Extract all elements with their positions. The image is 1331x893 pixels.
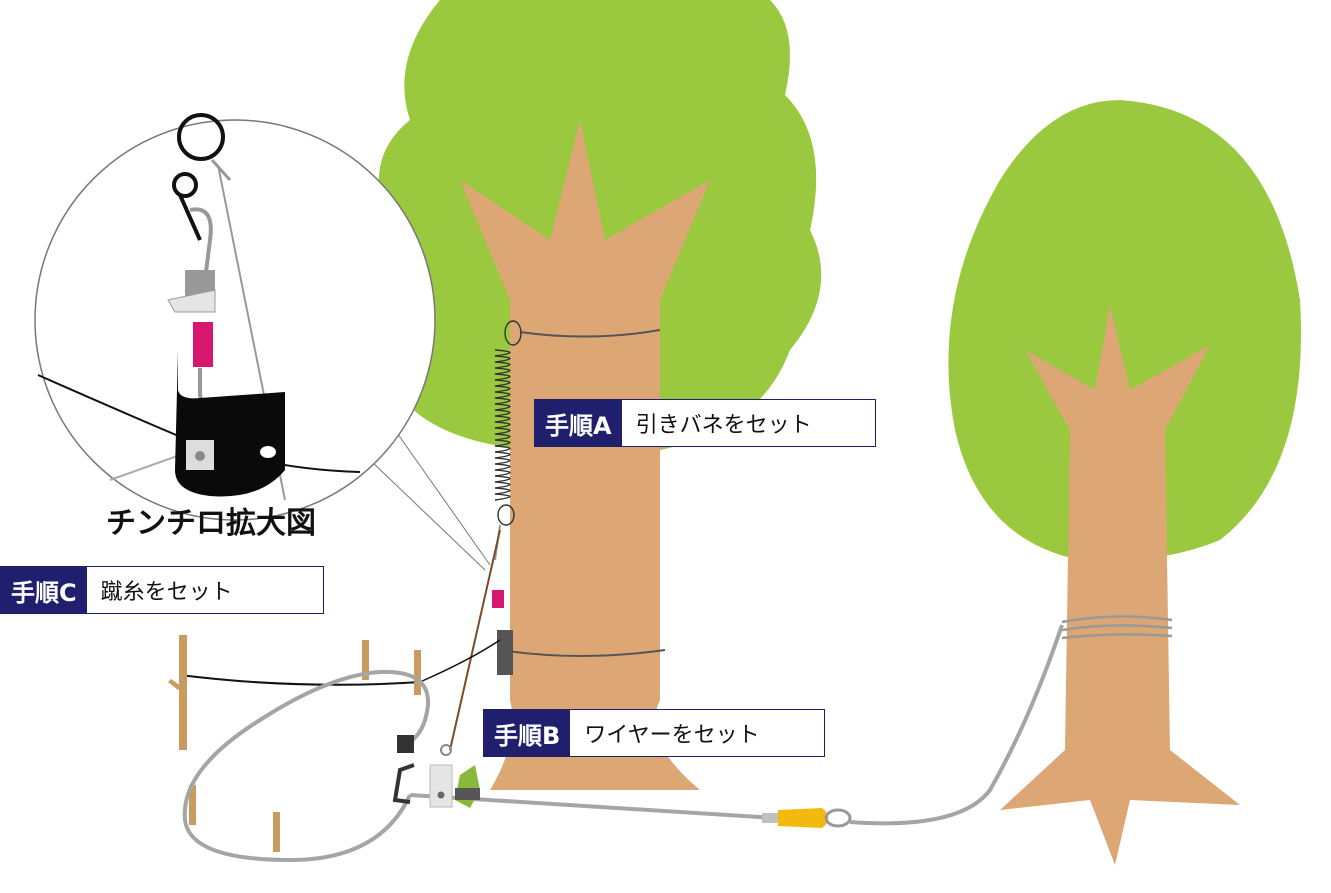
zoom-chinchiro: [37, 113, 361, 501]
trip-line: [179, 674, 421, 686]
step-b-label: 手順B ワイヤーをセット: [483, 709, 825, 757]
trunk-wrap-top: [519, 329, 661, 338]
trigger-assembly: [392, 735, 480, 808]
zoom-circle: [34, 119, 491, 571]
right-tree-wire-wrap: [1061, 615, 1173, 640]
step-a-label: 手順A 引きバネをセット: [534, 399, 876, 447]
right-tree-trunk: [1000, 305, 1240, 865]
right-tree-foliage: [948, 100, 1301, 561]
trunk-wrap-bottom: [499, 649, 666, 657]
step-a-text: 引きバネをセット: [635, 413, 812, 438]
trigger-string: [449, 529, 501, 751]
step-a-tag: 手順A: [535, 400, 622, 446]
small-chinchiro: [492, 524, 513, 675]
wire-swivel: [762, 808, 852, 828]
step-b-text: ワイヤーをセット: [584, 723, 760, 748]
stakes: [168, 635, 421, 852]
pull-spring: [494, 320, 522, 526]
step-b-tag: 手順B: [484, 710, 571, 756]
trip-line-to-tree: [419, 639, 501, 683]
left-tree-trunk: [460, 120, 710, 790]
step-c-text: 蹴糸をセット: [100, 580, 233, 605]
zoom-caption: チンチロ拡大図: [106, 506, 316, 541]
step-c-tag: 手順C: [1, 567, 87, 613]
snare-wire-loop: [182, 669, 431, 863]
step-c-label: 手順C 蹴糸をセット: [0, 566, 324, 614]
